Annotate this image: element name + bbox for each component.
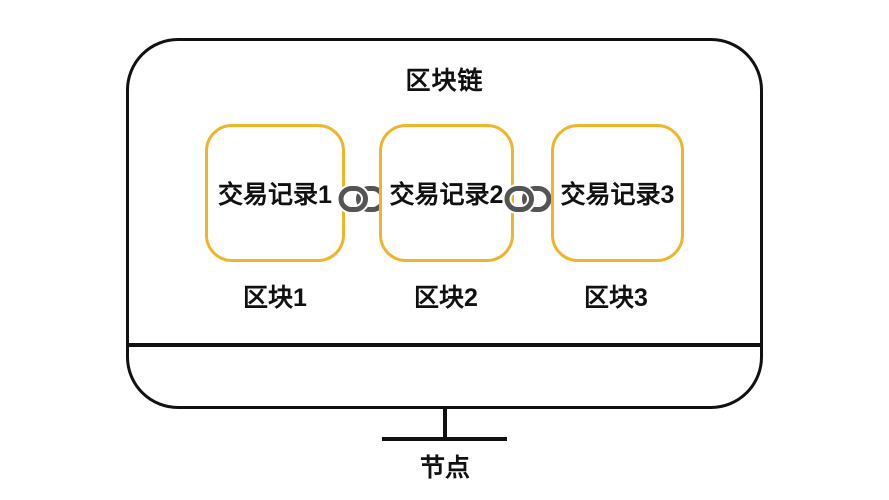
block-3-record-label: 交易记录3 [560, 181, 675, 209]
monitor-divider-line [129, 343, 760, 347]
block-3-label: 区块3 [584, 284, 648, 312]
block-3-box: 交易记录3 [551, 124, 684, 262]
block-2-box: 交易记录2 [379, 124, 514, 262]
node-label: 节点 [419, 454, 471, 482]
node-monitor-outline: 区块链 交易记录1 交易记录2 交易记录3 区块1 区块2 [126, 38, 763, 409]
monitor-stand-neck [443, 407, 447, 439]
block-2-label: 区块2 [414, 284, 478, 312]
block-1-label: 区块1 [243, 284, 307, 312]
diagram-title: 区块链 [405, 67, 484, 95]
block-1-record-label: 交易记录1 [218, 181, 332, 209]
monitor-stand-base [382, 437, 507, 441]
chain-link-icon [504, 184, 552, 214]
block-1-box: 交易记录1 [205, 124, 345, 262]
block-2-record-label: 交易记录2 [389, 181, 504, 209]
